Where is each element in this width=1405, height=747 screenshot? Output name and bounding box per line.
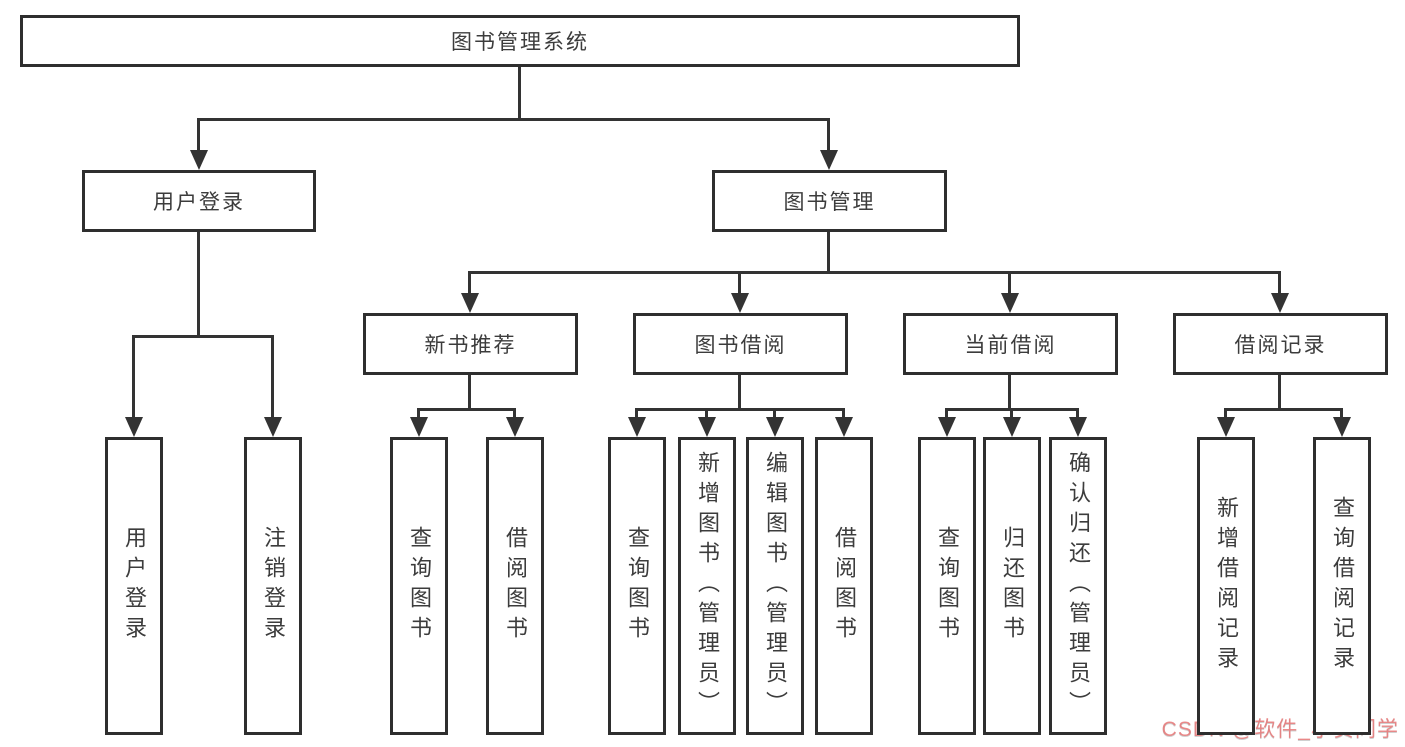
connector-line	[827, 118, 830, 154]
node-label: 编辑图书（管理员）	[763, 451, 788, 721]
node-label: 图书借阅	[694, 334, 787, 357]
connector-line	[738, 375, 741, 408]
connector-line	[1278, 271, 1281, 297]
node-leaf-bb-add-book: 新增图书（管理员）	[678, 437, 736, 735]
node-leaf-nbr-query-book: 查询图书	[390, 437, 448, 735]
arrowhead-down-icon	[835, 417, 853, 437]
connector-line	[1340, 408, 1343, 420]
connector-line	[635, 408, 638, 420]
connector-line	[132, 335, 135, 419]
arrowhead-down-icon	[1001, 293, 1019, 313]
node-label: 图书管理系统	[451, 31, 589, 54]
node-leaf-br-add-record: 新增借阅记录	[1197, 437, 1255, 735]
node-label: 新增借阅记录	[1214, 496, 1239, 676]
arrowhead-down-icon	[1217, 417, 1235, 437]
connector-line	[197, 118, 200, 154]
node-leaf-br-query-record: 查询借阅记录	[1313, 437, 1371, 735]
arrowhead-down-icon	[461, 293, 479, 313]
node-leaf-logout: 注销登录	[244, 437, 302, 735]
connector-line	[1008, 375, 1011, 408]
arrowhead-down-icon	[264, 417, 282, 437]
connector-line	[945, 408, 948, 420]
arrowhead-down-icon	[190, 150, 208, 170]
connector-line	[738, 271, 741, 297]
connector-line	[1224, 408, 1227, 420]
connector-line	[1224, 408, 1343, 411]
connector-line	[1076, 408, 1079, 420]
node-label: 查询图书	[625, 526, 650, 646]
connector-line	[842, 408, 845, 420]
connector-line	[1010, 408, 1013, 420]
connector-line	[945, 408, 1079, 411]
node-label: 归还图书	[1000, 526, 1025, 646]
connector-line	[132, 335, 274, 338]
node-borrow-record: 借阅记录	[1173, 313, 1388, 375]
connector-line	[468, 375, 471, 408]
node-leaf-nbr-borrow-book: 借阅图书	[486, 437, 544, 735]
node-label: 当前借阅	[964, 334, 1057, 357]
node-label: 借阅记录	[1234, 334, 1327, 357]
node-book-borrow: 图书借阅	[633, 313, 848, 375]
arrowhead-down-icon	[820, 150, 838, 170]
node-label: 注销登录	[261, 526, 286, 646]
node-label: 用户登录	[153, 191, 245, 214]
arrowhead-down-icon	[410, 417, 428, 437]
node-leaf-cb-query-book: 查询图书	[918, 437, 976, 735]
arrowhead-down-icon	[506, 417, 524, 437]
arrowhead-down-icon	[1271, 293, 1289, 313]
connector-line	[417, 408, 420, 420]
arrowhead-down-icon	[125, 417, 143, 437]
node-label: 确认归还（管理员）	[1066, 451, 1091, 721]
connector-line	[468, 271, 471, 297]
node-label: 借阅图书	[503, 526, 528, 646]
arrowhead-down-icon	[766, 417, 784, 437]
arrowhead-down-icon	[1003, 417, 1021, 437]
node-current-borrow: 当前借阅	[903, 313, 1118, 375]
connector-line	[827, 232, 830, 271]
node-user-login: 用户登录	[82, 170, 316, 232]
node-label: 图书管理	[783, 191, 876, 214]
arrowhead-down-icon	[731, 293, 749, 313]
node-label: 新书推荐	[424, 334, 517, 357]
node-label: 查询图书	[407, 526, 432, 646]
node-leaf-cb-confirm-return: 确认归还（管理员）	[1049, 437, 1107, 735]
node-label: 借阅图书	[832, 526, 857, 646]
connector-line	[635, 408, 845, 411]
connector-line	[197, 118, 830, 121]
node-leaf-bb-query-book: 查询图书	[608, 437, 666, 735]
connector-line	[417, 408, 516, 411]
node-label: 查询图书	[935, 526, 960, 646]
node-leaf-cb-return-book: 归还图书	[983, 437, 1041, 735]
node-root: 图书管理系统	[20, 15, 1020, 67]
node-label: 用户登录	[122, 526, 147, 646]
connector-line	[513, 408, 516, 420]
connector-line	[705, 408, 708, 420]
connector-line	[773, 408, 776, 420]
arrowhead-down-icon	[698, 417, 716, 437]
arrowhead-down-icon	[628, 417, 646, 437]
arrowhead-down-icon	[1069, 417, 1087, 437]
node-label: 新增图书（管理员）	[695, 451, 720, 721]
connector-line	[271, 335, 274, 419]
node-book-management: 图书管理	[712, 170, 947, 232]
connector-line	[1008, 271, 1011, 297]
node-leaf-bb-edit-book: 编辑图书（管理员）	[746, 437, 804, 735]
connector-line	[1278, 375, 1281, 408]
arrowhead-down-icon	[1333, 417, 1351, 437]
arrowhead-down-icon	[938, 417, 956, 437]
connector-line	[468, 271, 1281, 274]
node-new-book-recommend: 新书推荐	[363, 313, 578, 375]
node-label: 查询借阅记录	[1330, 496, 1355, 676]
node-leaf-user-login: 用户登录	[105, 437, 163, 735]
connector-line	[518, 67, 521, 118]
node-leaf-bb-borrow-book: 借阅图书	[815, 437, 873, 735]
connector-line	[197, 232, 200, 335]
